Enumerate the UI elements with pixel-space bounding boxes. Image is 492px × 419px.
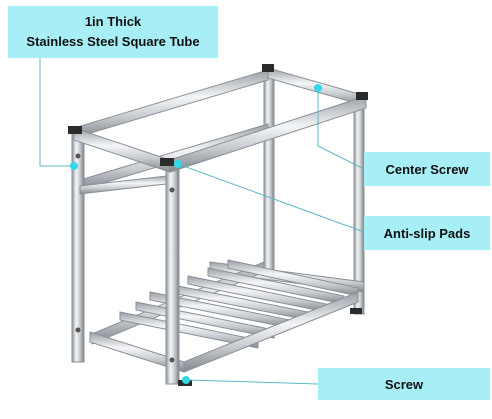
callout-center-screw: Center Screw: [364, 152, 490, 186]
front-frame: [71, 95, 367, 385]
marker-dots: [70, 84, 322, 384]
leader-lines: [39, 58, 365, 385]
marker-center-screw: [314, 84, 322, 92]
marker-screw: [182, 376, 190, 384]
screws: [75, 153, 175, 363]
marker-anti-slip: [174, 160, 182, 168]
callout-anti-slip-text: Anti-slip Pads: [383, 225, 471, 241]
callout-screw-text: Screw: [384, 376, 424, 392]
callout-tube-line1: 1in Thick: [84, 14, 142, 29]
marker-tube: [70, 162, 78, 170]
callout-center-screw-text: Center Screw: [385, 161, 469, 177]
callout-anti-slip-pads: Anti-slip Pads: [364, 216, 490, 250]
callout-screw: Screw: [318, 368, 490, 400]
callout-tube-spec: 1in Thick Stainless Steel Square Tube: [8, 6, 218, 58]
callout-tube-line2: Stainless Steel Square Tube: [26, 34, 200, 49]
